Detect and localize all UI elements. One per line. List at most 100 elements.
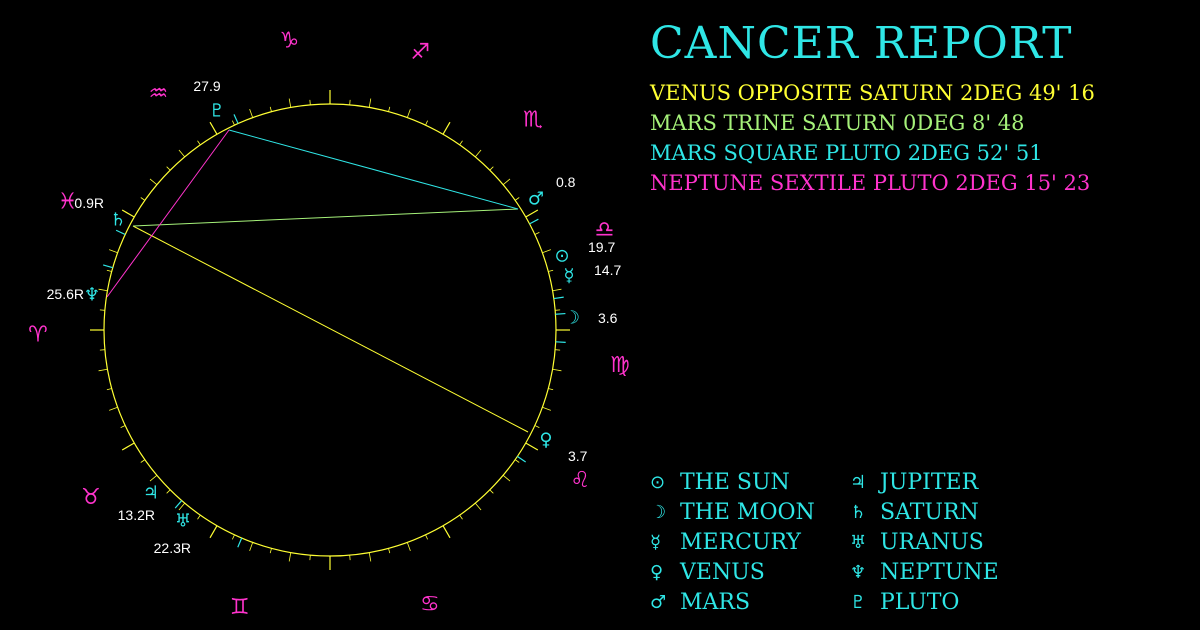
pluto-icon: ♇ (209, 101, 225, 122)
aspect-neptune-sextile-pluto: NEPTUNE SEXTILE PLUTO 2DEG 15' 23 (650, 171, 1091, 195)
degree-tick (149, 178, 158, 186)
legend-item-venus: ♀ VENUS (650, 557, 815, 587)
degree-tick (542, 406, 551, 411)
legend-label: SATURN (880, 499, 979, 525)
planet-markers: ♇27.9♂0.8♄0.9R⊙19.7☿14.7☽3.6♆25.6R♀3.7♃1… (47, 78, 622, 556)
jupiter-icon: ♃ (850, 471, 867, 493)
degree-tick (269, 106, 272, 112)
degree-tick (149, 474, 158, 482)
virgo-sign-icon: ♍ (610, 353, 630, 378)
sun-icon: ⊙ (554, 246, 569, 267)
venus-degree-label: 3.7 (568, 448, 588, 464)
degree-tick (140, 197, 146, 201)
degree-tick (209, 525, 218, 539)
legend-item-jupiter: ♃ JUPITER (850, 467, 999, 497)
planet-legend-left: ⊙ THE SUN ☽ THE MOON ☿ MERCURY ♀ VENUS ♂… (650, 467, 815, 617)
degree-tick (474, 149, 482, 158)
uranus-icon: ♅ (850, 531, 867, 553)
degree-tick (121, 209, 135, 218)
aspect-line-mars-pluto (228, 129, 519, 210)
venus-icon: ♀ (539, 430, 552, 451)
degree-tick (232, 534, 235, 540)
degree-tick (249, 542, 254, 551)
saturn-icon: ♄ (110, 210, 126, 231)
degree-tick (459, 140, 463, 146)
sun-degree-label: 19.7 (588, 239, 615, 255)
legend-label: PLUTO (880, 589, 960, 615)
legend-item-sun: ⊙ THE SUN (650, 467, 815, 497)
pisces-sign-icon: ♓ (58, 189, 78, 214)
degree-tick (489, 166, 494, 171)
degree-tick (98, 288, 108, 292)
mars-icon: ♂ (528, 189, 544, 210)
degree-tick (534, 425, 540, 428)
venus-icon: ♀ (650, 561, 664, 583)
degree-tick (425, 120, 428, 126)
aspect-line-mars-saturn (132, 208, 519, 227)
neptune-icon: ♆ (84, 285, 100, 306)
aspect-list: VENUS OPPOSITE SATURN 2DEG 49' 16 MARS T… (650, 78, 1095, 198)
uranus-icon: ♅ (175, 511, 191, 532)
mercury-degree-label: 14.7 (594, 262, 621, 278)
venus-marker-tick (517, 455, 526, 463)
pluto-icon: ♇ (850, 591, 867, 613)
astro-wheel-chart: ♑♐♏♎♍♌♋♊♉♈♓♒ ♇27.9♂0.8♄0.9R⊙19.7☿14.7☽3.… (28, 28, 630, 620)
degree-tick (514, 459, 520, 463)
aspect-mars-trine-saturn: MARS TRINE SATURN 0DEG 8' 48 (650, 111, 1025, 135)
jupiter-marker-tick (174, 500, 183, 509)
pluto-marker-tick (233, 114, 239, 124)
moon-degree-label: 3.6 (598, 310, 618, 326)
neptune-marker-tick (102, 264, 113, 269)
aquarius-sign-icon: ♒ (148, 81, 168, 106)
legend-item-mars: ♂ MARS (650, 587, 815, 617)
mars-degree-label: 0.8 (556, 174, 576, 190)
mars-icon: ♂ (650, 591, 667, 613)
degree-tick (197, 140, 201, 146)
degree-tick (425, 534, 428, 540)
degree-tick (502, 474, 511, 482)
uranus-marker-tick (237, 537, 243, 548)
saturn-marker-tick (115, 229, 126, 236)
leo-sign-icon: ♌ (570, 468, 590, 493)
degree-tick (98, 368, 108, 372)
aspect-lines (106, 129, 529, 433)
degree-tick (106, 269, 112, 272)
degree-ticks (90, 90, 570, 570)
degree-tick (166, 166, 171, 171)
mercury-icon: ☿ (563, 266, 574, 287)
degree-tick (552, 288, 562, 292)
legend-label: NEPTUNE (880, 559, 999, 585)
degree-tick (368, 98, 372, 108)
legend-item-pluto: ♇ PLUTO (850, 587, 999, 617)
mercury-icon: ☿ (650, 531, 662, 553)
degree-tick (459, 514, 463, 520)
capricorn-sign-icon: ♑ (279, 28, 299, 53)
degree-tick (406, 109, 411, 118)
neptune-icon: ♆ (850, 561, 867, 583)
jupiter-icon: ♃ (143, 483, 159, 504)
degree-tick (368, 552, 372, 562)
degree-tick (269, 548, 272, 554)
degree-tick (442, 525, 451, 539)
degree-tick (288, 552, 292, 562)
mars-marker-tick (529, 218, 539, 225)
report-title: CANCER REPORT (650, 18, 1073, 69)
degree-tick (489, 489, 494, 494)
legend-label: THE MOON (680, 499, 815, 525)
legend-label: JUPITER (880, 469, 979, 495)
sun-marker-tick (553, 296, 564, 300)
degree-tick (474, 502, 482, 511)
aspect-line-venus-saturn (132, 225, 529, 433)
degree-tick (209, 121, 218, 135)
degree-tick (502, 178, 511, 186)
degree-tick (121, 442, 135, 451)
legend-label: THE SUN (680, 469, 790, 495)
degree-tick (232, 120, 235, 126)
degree-tick (548, 388, 554, 391)
degree-tick (178, 149, 186, 158)
aspect-venus-opposite-saturn: VENUS OPPOSITE SATURN 2DEG 49' 16 (650, 81, 1095, 105)
scorpio-sign-icon: ♏ (523, 107, 543, 132)
legend-item-neptune: ♆ NEPTUNE (850, 557, 999, 587)
legend-item-uranus: ♅ URANUS (850, 527, 999, 557)
legend-label: URANUS (880, 529, 984, 555)
